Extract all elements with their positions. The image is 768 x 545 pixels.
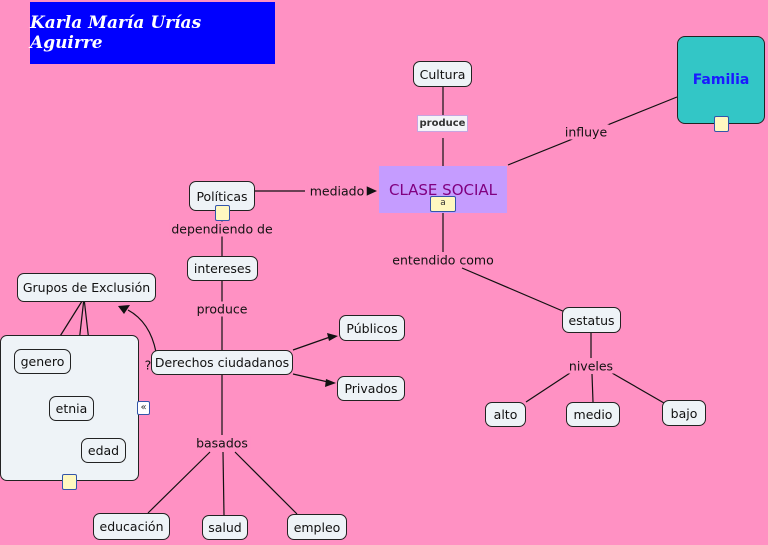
node-publicos[interactable]: Públicos — [339, 315, 405, 341]
node-medio[interactable]: medio — [566, 402, 620, 427]
link-question: ? — [144, 357, 152, 373]
document-icon[interactable] — [62, 474, 77, 490]
link-produce-top[interactable]: produce — [417, 115, 468, 132]
node-clase-social[interactable]: CLASE SOCIAL — [379, 166, 507, 213]
link-entendido-como: entendido como — [390, 252, 496, 268]
document-icon[interactable] — [215, 205, 230, 221]
node-estatus[interactable]: estatus — [562, 307, 621, 333]
link-basados: basados — [194, 435, 250, 451]
node-bajo[interactable]: bajo — [662, 400, 706, 426]
collapse-icon[interactable]: « — [137, 401, 150, 415]
node-alto[interactable]: alto — [485, 402, 526, 427]
link-dependiendo: dependiendo de — [169, 221, 275, 237]
node-genero[interactable]: genero — [14, 349, 71, 374]
node-edad[interactable]: edad — [81, 438, 126, 463]
node-cultura[interactable]: Cultura — [413, 61, 472, 87]
map-title: Karla María Urías Aguirre — [30, 2, 275, 64]
submap-icon[interactable] — [714, 116, 729, 132]
node-educacion[interactable]: educación — [93, 513, 170, 540]
node-etnia[interactable]: etnia — [49, 396, 94, 421]
node-salud[interactable]: salud — [202, 515, 248, 540]
node-derechos-ciudadanos[interactable]: Derechos ciudadanos — [151, 350, 293, 375]
link-mediado: mediado — [307, 183, 367, 199]
node-privados[interactable]: Privados — [337, 376, 405, 401]
link-niveles: niveles — [566, 358, 616, 374]
link-produce: produce — [194, 301, 250, 317]
node-familia[interactable]: Familia — [677, 36, 765, 124]
node-intereses[interactable]: intereses — [187, 256, 258, 281]
node-grupos-exclusion[interactable]: Grupos de Exclusión — [17, 273, 156, 302]
link-influye: influye — [562, 124, 610, 140]
node-empleo[interactable]: empleo — [287, 514, 347, 540]
note-icon[interactable]: a — [430, 196, 456, 212]
